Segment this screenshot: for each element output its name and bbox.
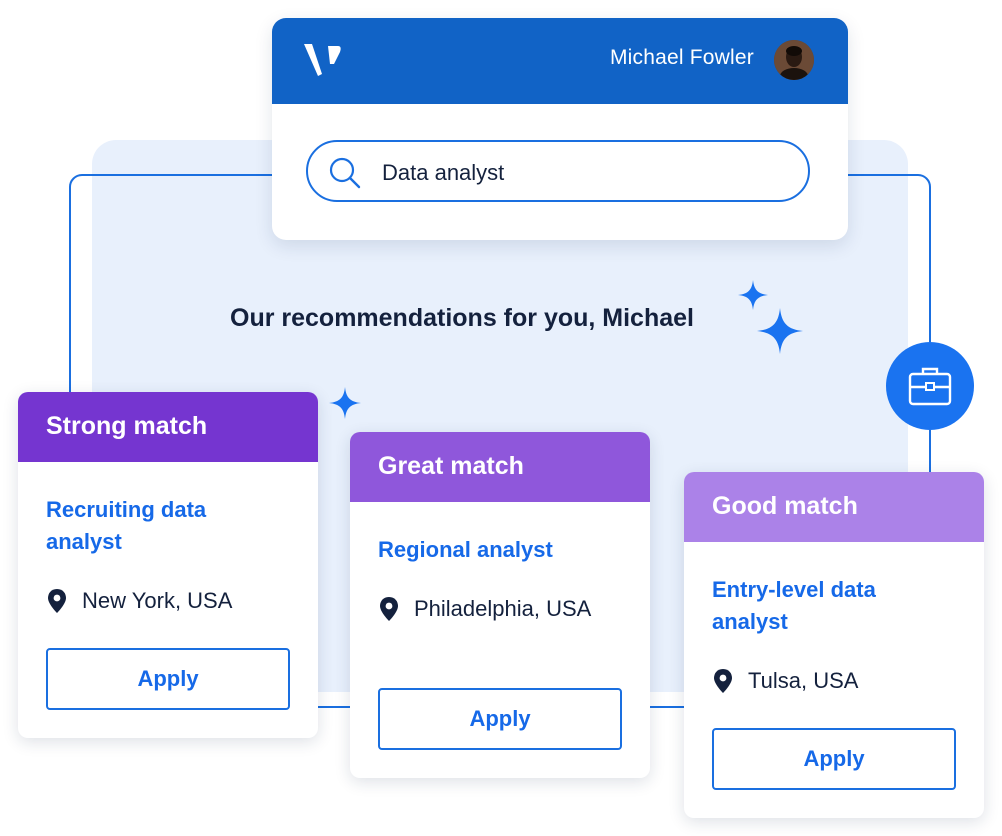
match-label: Strong match [18,392,318,462]
location-text: Philadelphia, USA [414,596,592,621]
location-text: Tulsa, USA [748,668,859,693]
job-card-great: Great match Regional analyst Philadelphi… [350,432,650,778]
location-pin-icon [48,589,66,613]
logo-icon[interactable] [304,42,344,78]
search-input[interactable]: Data analyst [306,140,810,202]
search-value: Data analyst [382,160,505,185]
briefcase-badge [886,342,974,430]
avatar[interactable] [774,40,814,80]
match-label: Great match [350,432,650,502]
apply-button[interactable]: Apply [712,728,956,790]
user-name[interactable]: Michael Fowler [609,46,754,69]
sparkle-icon [329,387,361,419]
job-title-link[interactable]: Regional analyst [378,537,553,562]
sparkle-icon [757,308,803,354]
apply-button[interactable]: Apply [46,648,290,710]
app-window: Michael Fowler [272,18,848,240]
job-title-link[interactable]: Entry-level data analyst [712,577,876,634]
location-text: New York, USA [82,588,233,613]
briefcase-icon [908,367,952,406]
apply-button[interactable]: Apply [378,688,622,750]
location-pin-icon [380,597,398,621]
job-card-good: Good match Entry-level data analyst Tuls… [684,472,984,818]
match-label: Good match [684,472,984,542]
search-icon [329,157,361,189]
sparkle-icon [738,280,768,310]
recommendations-heading: Our recommendations for you, Michael [230,304,694,332]
location-pin-icon [714,669,732,693]
app-header: Michael Fowler [272,18,848,104]
job-title-link[interactable]: Recruiting data analyst [46,497,207,554]
job-card-strong: Strong match Recruiting data analyst New… [18,392,318,738]
